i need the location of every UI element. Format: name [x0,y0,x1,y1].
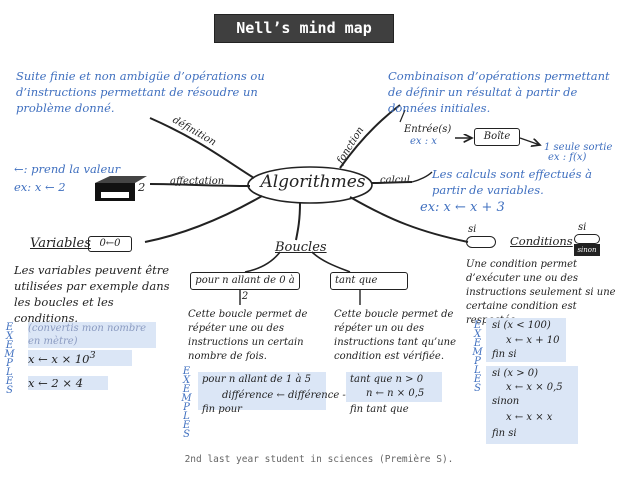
boucle-pour-header: pour n allant de 0 à 2 [190,272,300,302]
fonction-boite: Boîte [474,128,520,146]
fonction-sortie: 1 seule sortie [544,142,613,153]
variables-example-2-text: x ← x × 10 [28,351,90,366]
variables-example-2: x ← x × 103 [28,350,132,366]
central-topic: Algorithmes [260,172,366,192]
boucle-tantque-text: Cette boucle permet de répéter un ou des… [334,309,457,362]
conditions-si-label: si [468,224,477,235]
variables-text: Les variables peuvent être utilisées par… [14,263,170,325]
boucle-tantque-header: tant que [330,272,408,290]
conditions-code-6: sinon [492,396,520,407]
branch-calcul: calcul [380,175,410,186]
boucle-tantque-code-block [346,372,442,402]
fonction-entree: Entrée(s) [404,124,452,135]
branch-affectation: affectation [170,176,225,187]
fonction-text: Combinaison d’opérations permettant de d… [388,69,610,115]
conditions-si2-label: si [578,222,587,233]
conditions-code-1: si (x < 100) [492,320,551,331]
conditions-code-4: si (x > 0) [492,368,539,379]
boucle-tantque-code-2: n ← n × 0,5 [366,388,425,399]
variables-example-1: (convertis mon nombre en mètre) [28,322,156,348]
conditions-code-5: x ← x × 0,5 [506,382,563,393]
conditions-sinon-label: sinon [574,244,600,256]
affectation-value: 2 [138,180,146,194]
variables-symbol: 0←0 [88,236,132,252]
affectation-example: ex: x ← 2 [14,180,66,194]
boucle-tantque-code-3: fin tant que [350,404,409,415]
conditions-si-shape [466,236,496,248]
variables-example-3: x ← 2 × 4 [28,376,108,390]
boucle-pour-code-block [198,372,326,410]
boucle-tantque-code-1: tant que n > 0 [350,374,424,385]
boucle-pour-text: Cette boucle permet de répéter une ou de… [188,309,308,362]
variables-exemples-label: EXEMPLES [4,322,15,394]
calcul-text: Les calculs sont effectués à partir de v… [432,167,593,197]
branch-boucles: Boucles [275,240,327,255]
conditions-code-block-1 [486,318,566,362]
conditions-code-3: fin si [492,349,517,360]
conditions-si2-shape [574,234,600,244]
conditions-code-7: x ← x × x [506,412,553,423]
variables-example-2-exponent: 3 [89,350,96,361]
fonction-sortie-ex: ex : f(x) [548,152,587,163]
definition-text: Suite finie et non ambigüe d’opérations … [16,69,265,115]
boucle-pour-code-3: fin pour [202,404,242,415]
conditions-code-block-2 [486,366,578,444]
page-title: Nell’s mind map [214,14,394,43]
branch-variables: Variables [30,236,91,251]
branch-conditions: Conditions [510,234,573,248]
boucle-pour-code-2: différence ← différence - 10 [222,390,362,401]
boucles-exemples-label: EXEMPLES [181,366,192,438]
boucle-pour-code-1: pour n allant de 1 à 5 [202,374,311,385]
footer-caption: 2nd last year student in sciences (Premi… [184,454,454,465]
conditions-exemples-label: EXEMPLES [472,320,483,392]
calcul-example: ex: x ← x + 3 [420,200,505,215]
conditions-code-2: x ← x + 10 [506,335,560,346]
affectation-text: ←: prend la valeur [14,162,121,176]
conditions-code-8: fin si [492,428,517,439]
fonction-entree-ex: ex : x [410,136,437,147]
